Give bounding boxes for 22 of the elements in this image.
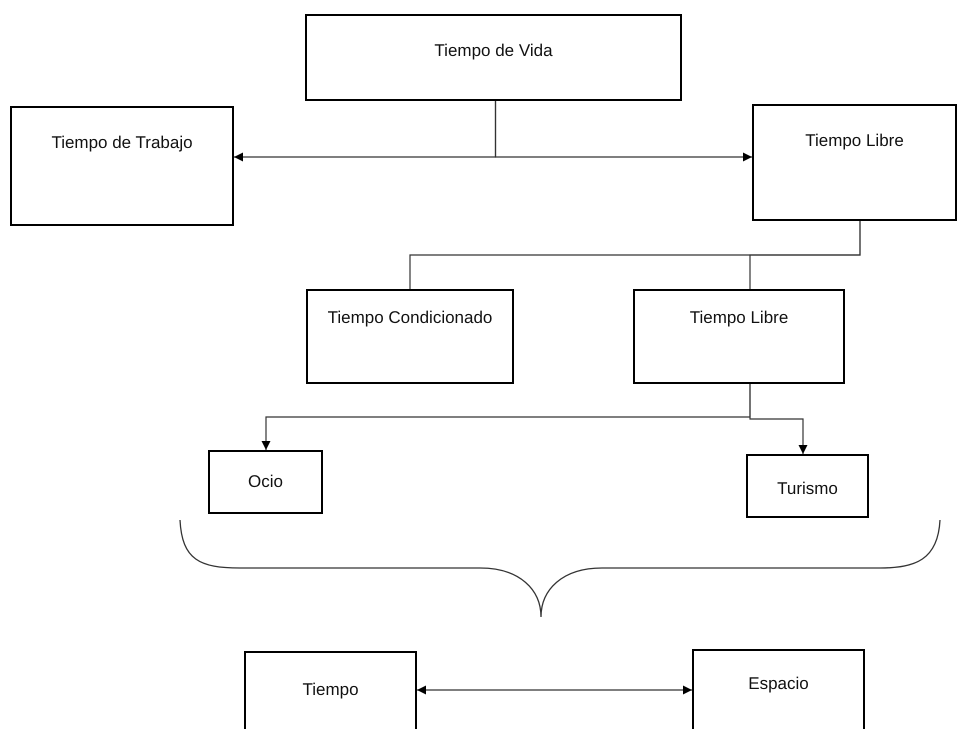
box-label: Tiempo Libre (690, 307, 788, 329)
process-box (208, 450, 323, 514)
process-box (10, 106, 234, 226)
arrow (417, 686, 692, 694)
process-box (305, 14, 682, 101)
box-label: Tiempo de Vida (434, 40, 553, 62)
process-box (244, 651, 417, 729)
box-label: Tiempo (302, 679, 359, 701)
connector-line (749, 221, 861, 289)
process-box (306, 289, 514, 384)
process-box (633, 289, 845, 384)
process-box (746, 454, 869, 518)
box-label: Espacio (748, 673, 809, 695)
process-box (752, 104, 957, 221)
box-label: Tiempo de Trabajo (51, 132, 193, 154)
arrow (749, 384, 808, 454)
box-label: Tiempo Libre (805, 130, 904, 152)
box-label: Turismo (777, 478, 838, 500)
process-box (692, 649, 865, 729)
box-label: Tiempo Condicionado (328, 307, 492, 329)
box-label: Ocio (248, 471, 283, 493)
arrow (494, 101, 752, 162)
